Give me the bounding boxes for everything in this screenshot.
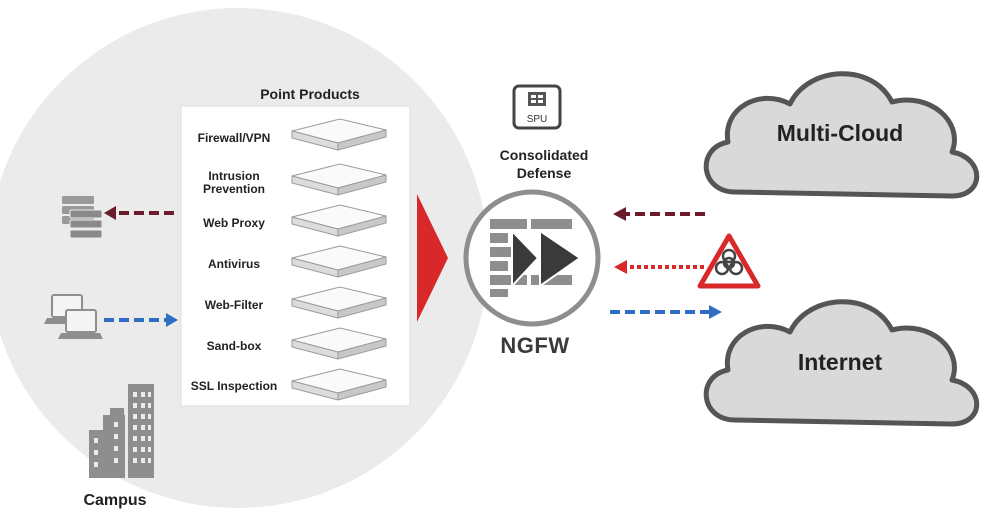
product-label-antivirus: Antivirus [207,257,260,271]
biohazard-icon [697,233,761,289]
cloud-icon [703,71,980,199]
product-label-sandbox: Sand-box [206,339,262,353]
appliance-stack [291,118,387,401]
appliance-icon [291,327,387,360]
consolidated-defense-label: Consolidated Defense [499,147,589,181]
server-icon [62,196,103,239]
blue-arrow [104,313,178,327]
appliance-icon [291,118,387,151]
ngfw-label: NGFW [500,333,570,358]
maroon-arrow [104,206,174,220]
multi-cloud-label: Multi-Cloud [776,120,904,146]
ngfw-firewall-icon [463,189,601,327]
point-products-title: Point Products [260,86,360,102]
blue-arrow [610,305,722,319]
product-label-firewall-vpn: Firewall/VPN [197,131,271,145]
red-threat-arrow [614,260,704,274]
appliance-icon [291,245,387,278]
internet-label: Internet [797,349,883,375]
consolidation-pointer [417,194,448,322]
appliance-icon [291,163,387,196]
maroon-arrow [613,207,705,221]
building-icon [89,384,154,478]
campus-label: Campus [83,492,147,509]
appliance-icon [291,368,387,401]
spu-chip-label: SPU [526,114,548,125]
product-label-intrusion-prevention: Intrusion Prevention [202,169,265,196]
appliance-icon [291,286,387,319]
cloud-icon [703,299,980,427]
product-label-ssl-inspection: SSL Inspection [190,379,278,393]
spu-chip-icon [512,84,562,130]
product-label-web-proxy: Web Proxy [203,216,265,230]
product-label-web-filter: Web-Filter [204,298,264,312]
laptop-icon [44,294,103,339]
appliance-icon [291,204,387,237]
